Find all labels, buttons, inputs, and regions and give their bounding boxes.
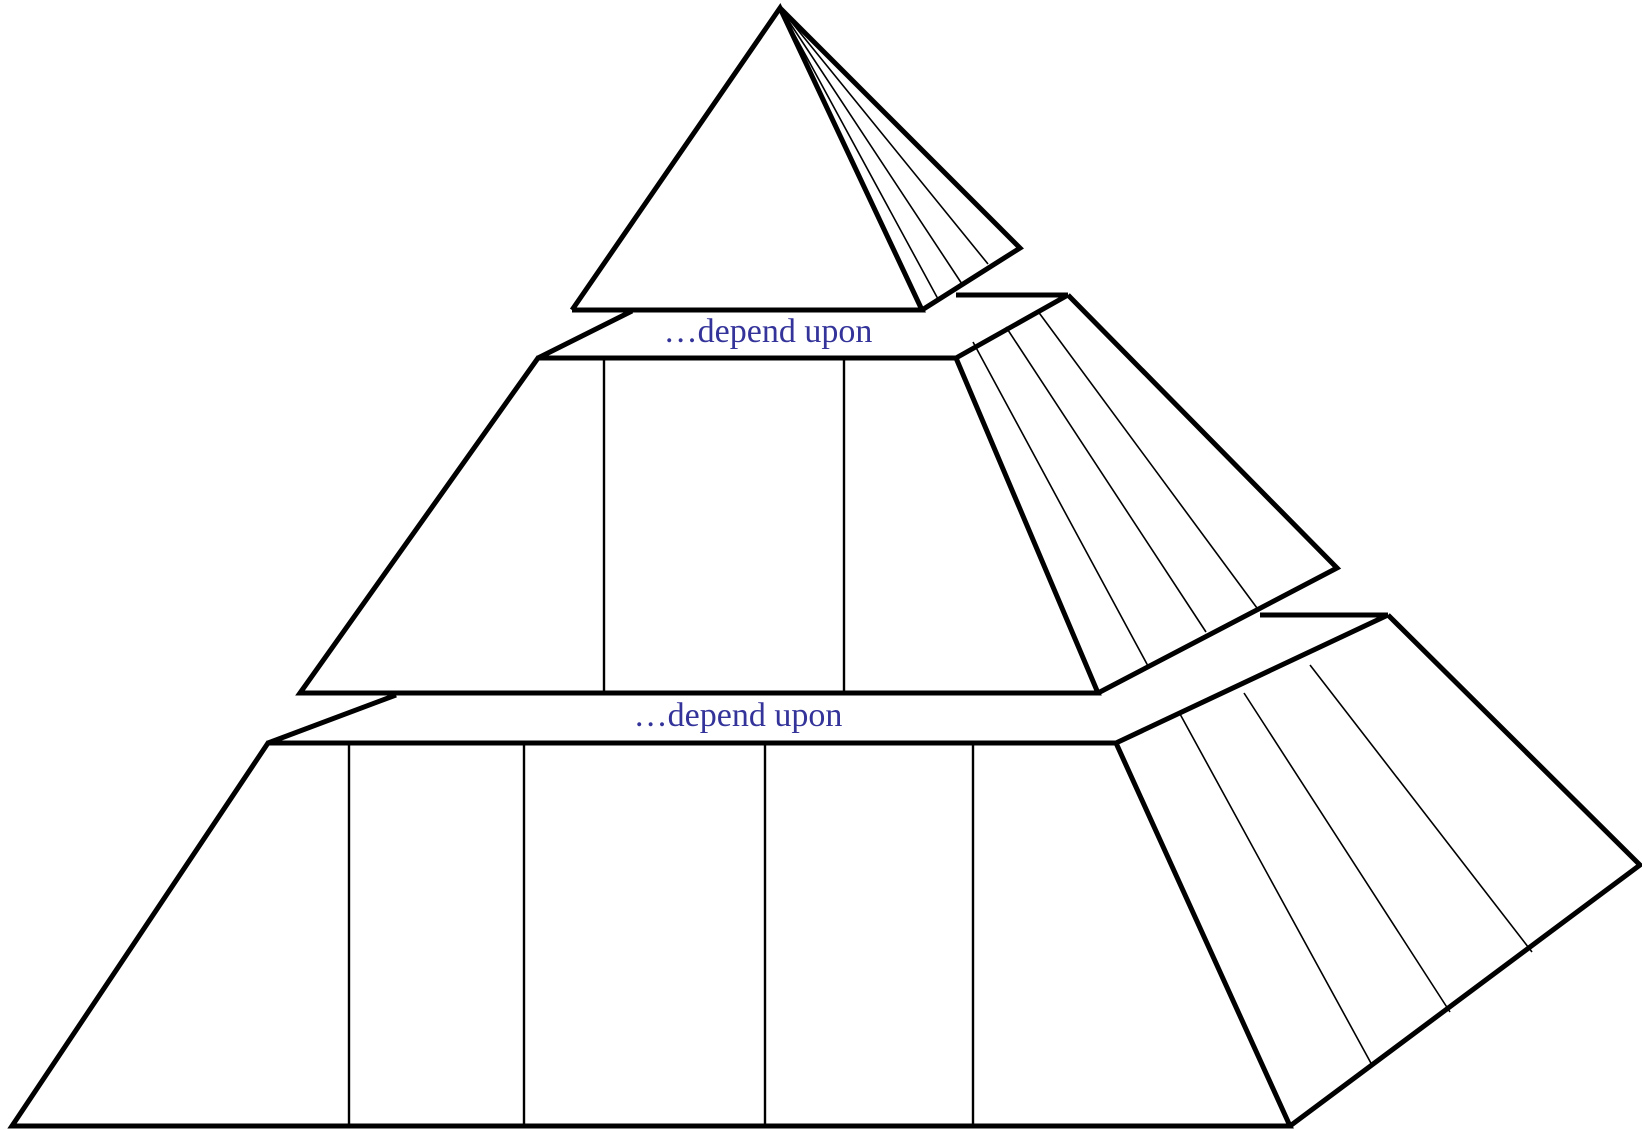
middle-tier (300, 295, 1337, 693)
middle-tier-front-face (300, 358, 1098, 693)
upper-connector-left-edge (538, 311, 632, 358)
middle-tier-rib-3 (1037, 310, 1257, 608)
bottom-tier-rib-1 (1180, 714, 1372, 1065)
lower-connector-left-edge (268, 695, 396, 743)
bottom-tier-rib-3 (1310, 665, 1532, 952)
upper-connector-label: …depend upon (664, 313, 873, 350)
top-tier (572, 8, 1020, 310)
bottom-tier-side-face (1290, 615, 1640, 1126)
middle-tier-side-ribs (973, 310, 1257, 666)
bottom-tier-front-face (12, 743, 1290, 1126)
lower-connector-band: …depend upon (268, 615, 1388, 743)
middle-tier-rib-2 (1006, 327, 1206, 632)
upper-connector-right-edge (956, 295, 1068, 358)
top-tier-rib-2 (780, 8, 962, 284)
lower-connector-right-edge (1116, 615, 1388, 743)
top-tier-front-face (572, 8, 922, 310)
top-tier-rib-1 (780, 8, 938, 299)
top-tier-side-ribs (780, 8, 988, 299)
upper-connector-band: …depend upon (538, 295, 1068, 358)
middle-tier-side-face (1068, 295, 1337, 693)
lower-connector-label: …depend upon (634, 697, 843, 734)
bottom-tier-rib-2 (1244, 693, 1450, 1012)
